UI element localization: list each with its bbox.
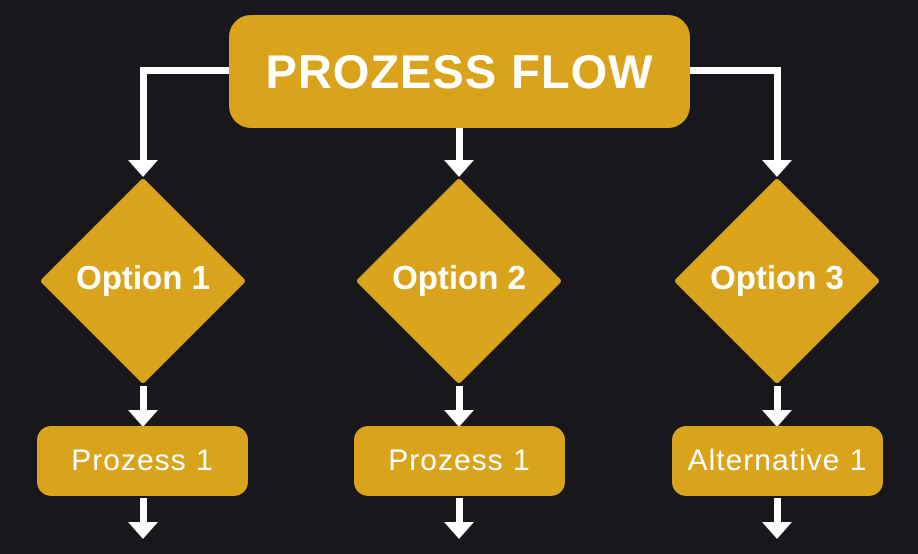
decision-node-option-3-label: Option 3 (710, 259, 844, 296)
connector-segment (774, 498, 781, 524)
arrow-down-icon (444, 160, 474, 177)
connector-segment (140, 498, 147, 524)
connector-segment (774, 67, 781, 162)
arrow-down-icon (762, 410, 792, 427)
connector-segment (456, 498, 463, 524)
connector-segment (140, 67, 147, 162)
arrow-down-icon (762, 522, 792, 539)
process-node-prozess-1-middle: Prozess 1 (354, 426, 565, 496)
connector-segment (140, 67, 229, 74)
arrow-down-icon (444, 410, 474, 427)
arrow-down-icon (128, 522, 158, 539)
title-node-label: PROZESS FLOW (265, 45, 654, 98)
arrow-down-icon (128, 410, 158, 427)
arrow-down-icon (128, 160, 158, 177)
connector-segment (456, 128, 463, 162)
title-node: PROZESS FLOW (229, 15, 690, 128)
arrow-down-icon (444, 522, 474, 539)
connector-segment (456, 386, 463, 412)
connector-segment (140, 386, 147, 412)
arrow-down-icon (762, 160, 792, 177)
decision-node-option-1-label: Option 1 (76, 259, 210, 296)
process-node-label: Prozess 1 (71, 444, 214, 477)
process-node-alternative-1: Alternative 1 (672, 426, 883, 496)
process-node-prozess-1-left: Prozess 1 (37, 426, 248, 496)
connector-segment (690, 67, 781, 74)
process-node-label: Alternative 1 (687, 444, 868, 477)
process-node-label: Prozess 1 (388, 444, 531, 477)
decision-node-option-2-label: Option 2 (392, 259, 526, 296)
connector-segment (774, 386, 781, 412)
